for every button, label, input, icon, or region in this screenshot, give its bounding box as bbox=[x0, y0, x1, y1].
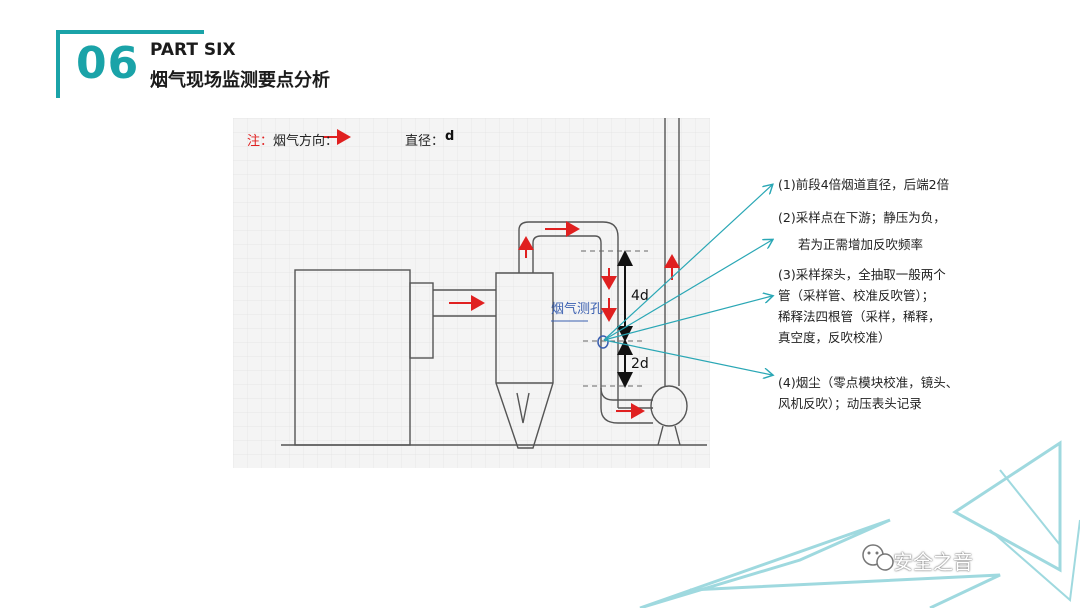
pointer-annotation-4 bbox=[603, 339, 772, 375]
annotation-2-line-1: (2)采样点在下游；静压为负， bbox=[778, 210, 946, 225]
duct-sketch: 注： 烟气方向： 直径： d 烟气测孔 4d 2d bbox=[233, 118, 710, 468]
decor-triangle-3 bbox=[689, 573, 1001, 608]
pointer-annotation-3 bbox=[603, 296, 772, 341]
paper-grid bbox=[233, 118, 710, 468]
pointer-annotation-2 bbox=[603, 240, 772, 341]
annotation-3-line-1: (3)采样探头，全抽取一般两个 bbox=[778, 267, 946, 282]
annotation-1: (1)前段4倍烟道直径，后端2倍 bbox=[778, 175, 949, 195]
annotation-3: (3)采样探头，全抽取一般两个 管（采样管、校准反吹管）； 稀释法四根管（采样，… bbox=[778, 264, 946, 348]
diameter-label: 直径： bbox=[405, 134, 445, 149]
decor-triangle-2 bbox=[639, 518, 891, 608]
annotation-2: (2)采样点在下游；静压为负， 若为正需增加反吹频率 bbox=[778, 204, 946, 258]
annotation-4-line-2: 风机反吹）；动压表头记录 bbox=[778, 396, 922, 411]
note-label: 注： bbox=[247, 134, 274, 149]
annotation-1-line-1: (1)前段4倍烟道直径，后端2倍 bbox=[778, 177, 950, 192]
sampling-port-label: 烟气测孔 bbox=[551, 302, 604, 317]
fan-housing bbox=[650, 385, 688, 427]
boiler-connector bbox=[409, 282, 434, 359]
reference-lines bbox=[581, 250, 648, 387]
equipment-outline bbox=[281, 118, 707, 449]
section-part-label: PART SIX bbox=[150, 40, 236, 60]
sampling-port-marker bbox=[597, 335, 609, 349]
annotation-3-line-3: 稀释法四根管（采样，稀释， bbox=[778, 309, 941, 324]
page-title: 烟气现场监测要点分析 bbox=[150, 70, 330, 91]
decor-triangles bbox=[639, 440, 1080, 608]
header-frame bbox=[56, 30, 204, 98]
dim-label-4d: 4d bbox=[631, 288, 649, 304]
annotation-3-line-2: 管（采样管、校准反吹管）； bbox=[778, 288, 935, 303]
annotation-4-line-1: (4)烟尘（零点模块校准，镜头、 bbox=[778, 375, 959, 390]
annotation-4: (4)烟尘（零点模块校准，镜头、 风机反吹）；动压表头记录 bbox=[778, 372, 958, 414]
duct-sketch-drawing bbox=[233, 118, 710, 468]
section-number: 06 bbox=[76, 38, 140, 89]
diameter-value: d bbox=[445, 129, 455, 144]
decor-triangle-1 bbox=[952, 440, 1062, 573]
pointer-annotation-1 bbox=[603, 185, 772, 341]
wechat-icon bbox=[862, 544, 894, 571]
pointer-lines bbox=[603, 185, 772, 375]
watermark-text: 安全之音 bbox=[893, 550, 973, 574]
annotation-3-line-4: 真空度，反吹校准） bbox=[778, 330, 891, 345]
annotation-2-line-2: 若为正需增加反吹频率 bbox=[798, 237, 924, 252]
flow-arrows bbox=[323, 129, 680, 419]
dim-label-2d: 2d bbox=[631, 356, 649, 372]
flow-direction-label: 烟气方向： bbox=[273, 134, 339, 149]
